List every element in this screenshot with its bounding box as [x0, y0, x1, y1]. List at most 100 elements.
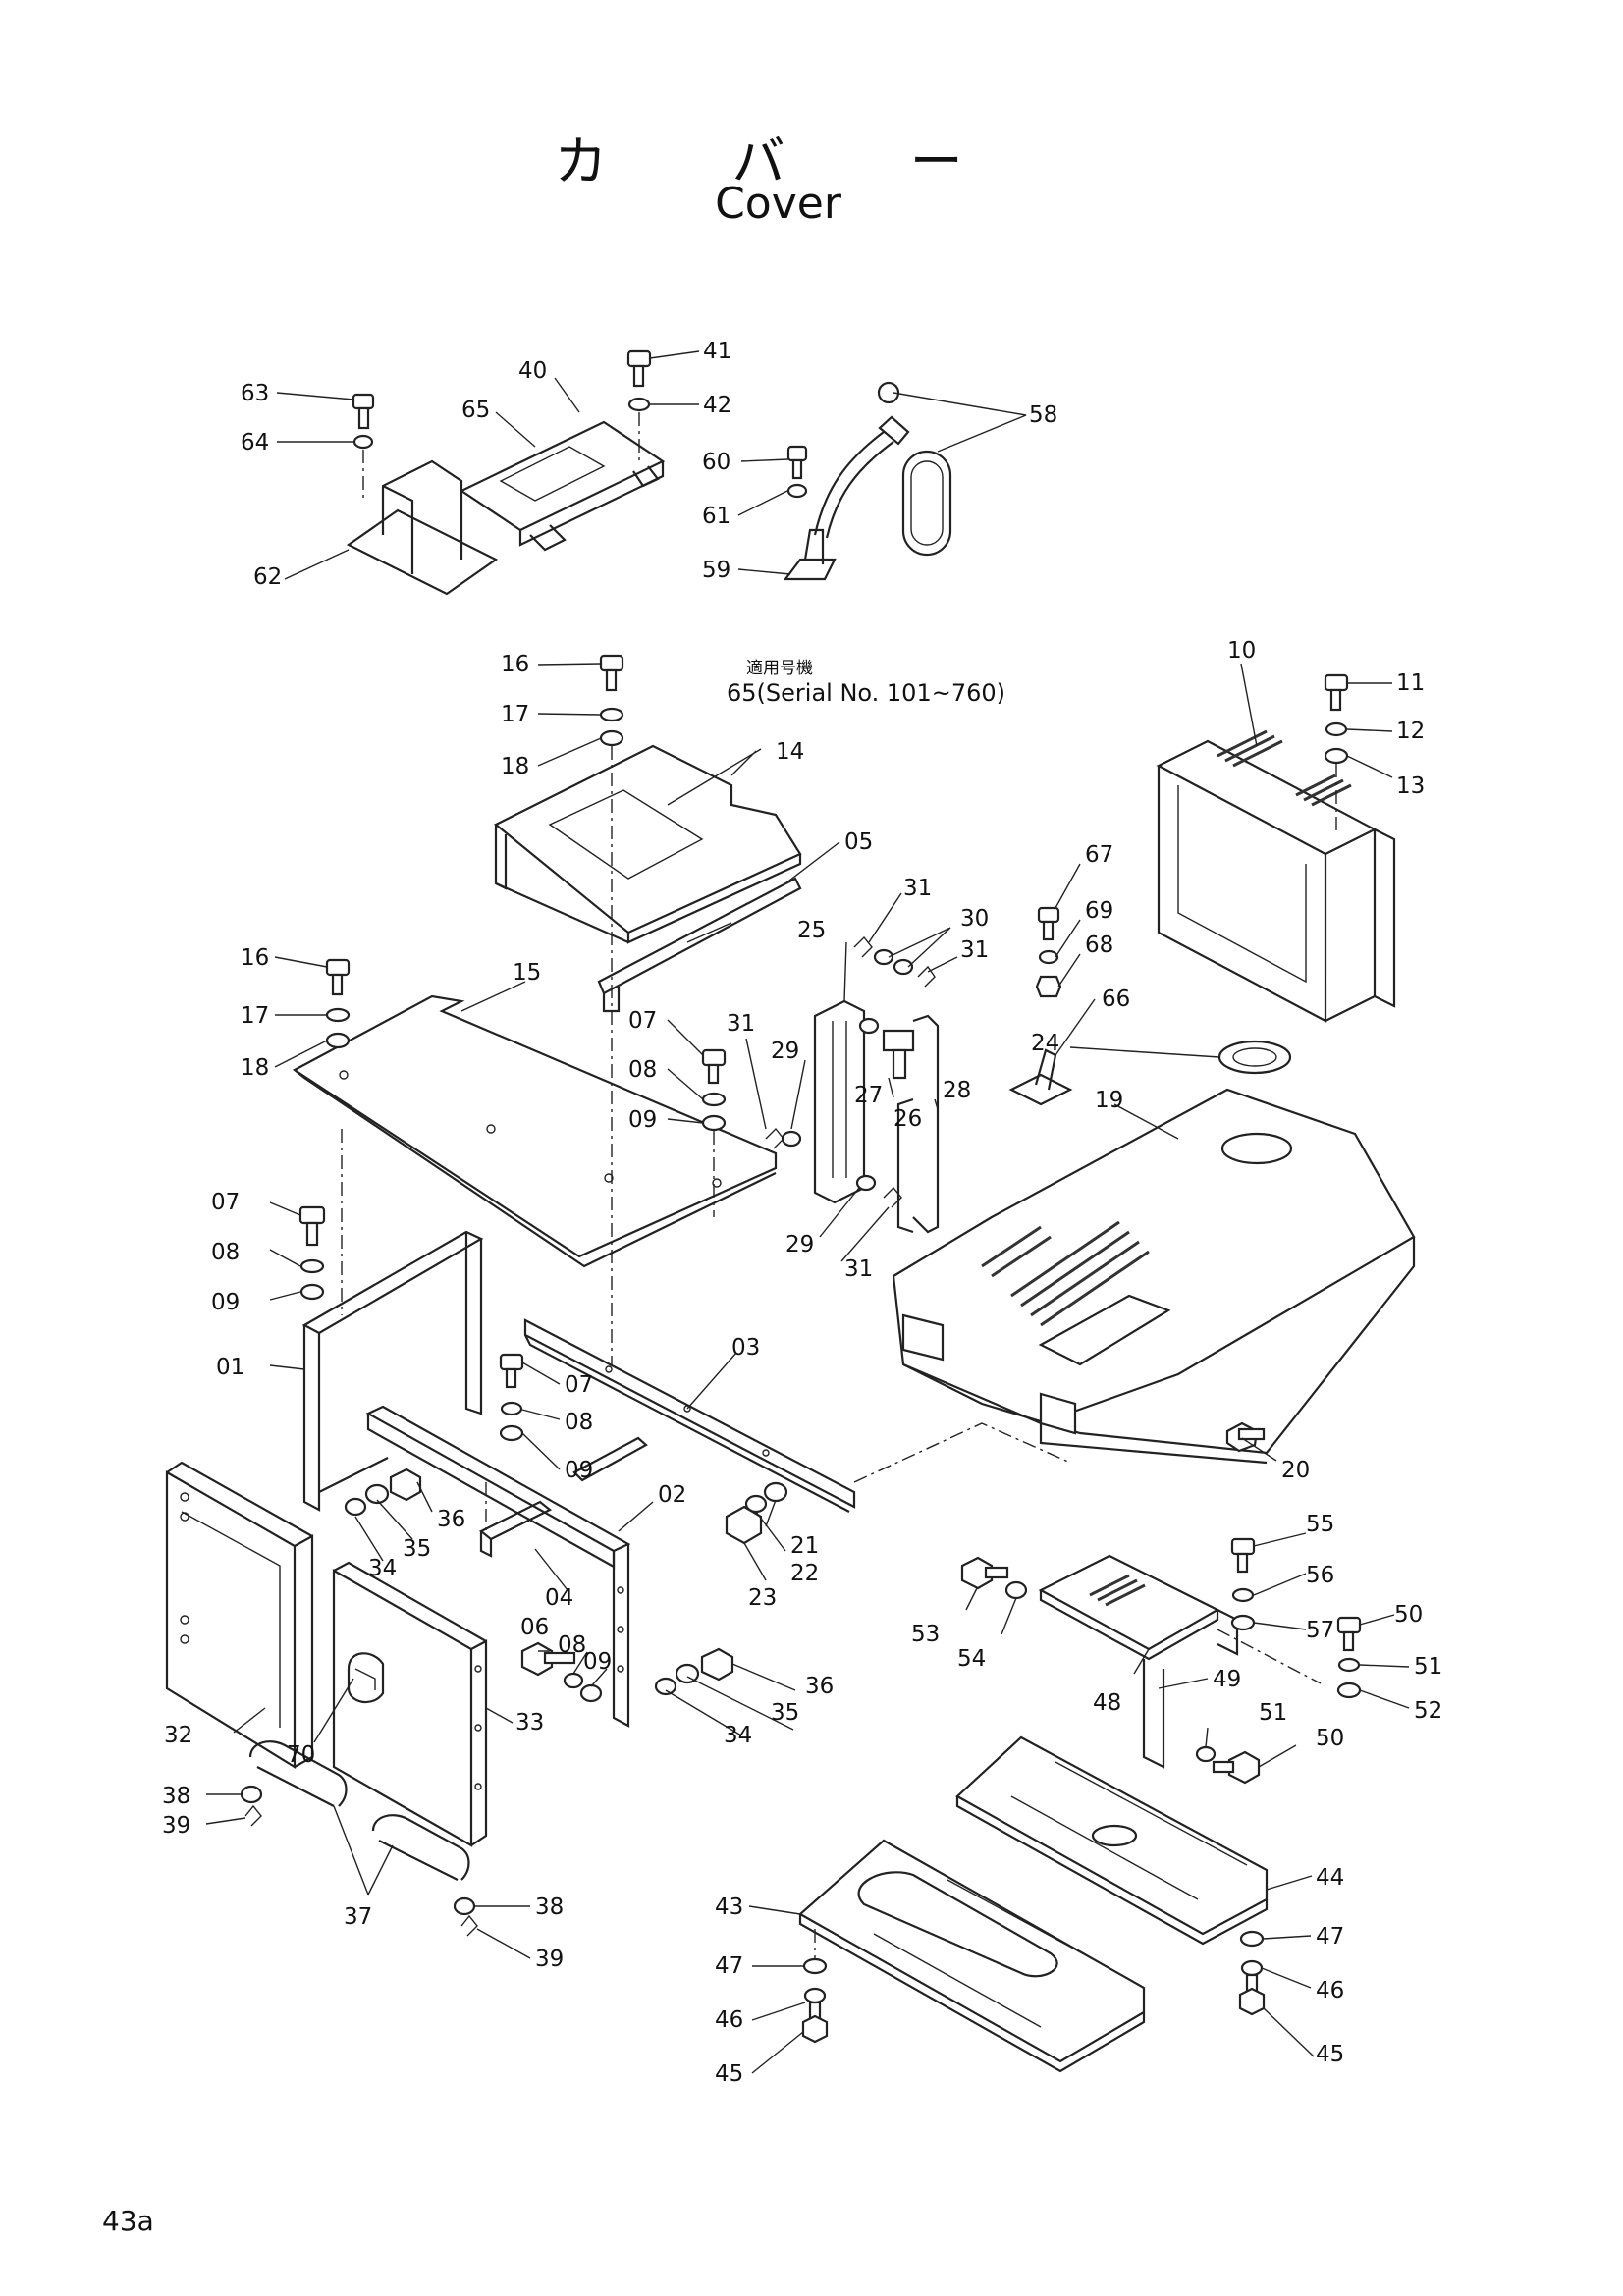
part-label: 35	[403, 1536, 431, 1562]
part-label: 37	[344, 1904, 372, 1930]
bolt-11	[1324, 673, 1349, 834]
part-label: 09	[565, 1458, 593, 1483]
part-label: 02	[658, 1482, 686, 1508]
bolt-16-left	[325, 958, 351, 1049]
part-label: 07	[628, 1008, 657, 1034]
part-label: 33	[515, 1710, 544, 1735]
radiator-frame-10	[1156, 729, 1396, 1023]
rail-05	[597, 877, 802, 1013]
part-label: 07	[211, 1190, 240, 1215]
catch-66	[1008, 906, 1073, 1106]
part-label: 25	[797, 918, 826, 943]
part-label: 39	[535, 1947, 564, 1972]
part-label: 26	[893, 1106, 922, 1132]
part-label: 47	[1316, 1924, 1344, 1949]
part-label: 01	[216, 1355, 244, 1380]
cotter-pins-31	[765, 935, 936, 1208]
part-label: 60	[702, 450, 730, 475]
part-label: 42	[703, 393, 731, 418]
part-label: 16	[241, 945, 269, 971]
bolt-07-left	[298, 1129, 343, 1315]
part-label: 31	[727, 1011, 755, 1037]
bolt-07-lower	[499, 1353, 524, 1442]
door-32	[165, 1461, 314, 1769]
page-title-jp: カ バ ー	[554, 131, 1017, 192]
part-label: 34	[368, 1556, 397, 1581]
page-title-en: Cover	[715, 179, 841, 229]
part-label: 38	[162, 1784, 190, 1809]
bolts-45-47	[801, 1929, 1266, 2044]
part-label: 43	[715, 1895, 743, 1920]
pin-26	[882, 1029, 915, 1080]
frame-04	[478, 1436, 648, 1558]
part-label: 18	[241, 1055, 269, 1081]
part-label: 15	[513, 960, 541, 986]
part-label: 06	[520, 1615, 549, 1640]
serial-note-en: 65(Serial No. 101~760)	[727, 679, 1006, 707]
plate-15	[292, 994, 778, 1268]
mirror-58	[877, 381, 952, 557]
door-33	[332, 1561, 488, 1847]
part-label: 13	[1396, 774, 1425, 799]
part-label: 45	[715, 2061, 743, 2087]
part-label: 40	[518, 358, 547, 384]
part-label: 27	[854, 1083, 883, 1108]
part-label: 64	[241, 430, 269, 455]
part-label: 21	[790, 1533, 819, 1559]
part-label: 30	[960, 906, 989, 932]
part-label: 62	[253, 564, 282, 590]
part-label: 04	[545, 1585, 573, 1611]
bolt-50-right	[1336, 1616, 1362, 1699]
mirror-stay-59	[783, 415, 910, 581]
part-label: 35	[771, 1700, 799, 1726]
part-label: 36	[805, 1674, 834, 1699]
engine-hood-19	[892, 1088, 1416, 1465]
part-label: 28	[943, 1078, 971, 1103]
part-label: 18	[501, 754, 529, 779]
part-label: 08	[565, 1410, 593, 1435]
part-label: 31	[844, 1256, 873, 1282]
washers-30	[781, 948, 914, 1192]
part-label: 47	[715, 1953, 743, 1979]
part-label: 32	[164, 1723, 192, 1748]
part-label: 09	[583, 1649, 612, 1675]
part-label: 50	[1316, 1726, 1344, 1751]
stay-28	[896, 1014, 940, 1234]
part-label: 48	[1093, 1690, 1121, 1716]
part-label: 55	[1306, 1512, 1334, 1537]
part-label: 58	[1029, 402, 1057, 428]
part-label: 08	[628, 1057, 657, 1083]
part-label: 07	[565, 1372, 593, 1398]
page-number: 43a	[102, 2205, 154, 2237]
part-label: 46	[715, 2007, 743, 2033]
part-label: 09	[628, 1107, 657, 1133]
bolt-20	[1225, 1421, 1266, 1453]
part-label: 70	[287, 1742, 315, 1768]
part-label: 46	[1316, 1978, 1344, 2003]
rail-03	[523, 1318, 1071, 1513]
part-label: 52	[1414, 1698, 1442, 1724]
part-label: 09	[211, 1290, 240, 1315]
seal-24	[1217, 1040, 1292, 1075]
part-label: 29	[771, 1039, 799, 1064]
part-label: 12	[1396, 719, 1425, 744]
part-label: 34	[724, 1723, 752, 1748]
part-label: 65	[461, 398, 490, 423]
part-label: 11	[1396, 670, 1425, 696]
bolt-63	[352, 393, 375, 501]
bracket-62	[346, 459, 499, 596]
part-label: 29	[785, 1232, 814, 1257]
part-label: 56	[1306, 1563, 1334, 1588]
part-label: 20	[1281, 1458, 1310, 1483]
part-label: 41	[703, 339, 731, 364]
part-label: 69	[1085, 898, 1113, 924]
part-label: 24	[1031, 1031, 1059, 1056]
bracket-48	[1038, 1554, 1322, 1769]
part-label: 17	[241, 1003, 269, 1029]
part-label: 16	[501, 652, 529, 677]
cover-40	[459, 420, 666, 552]
part-label: 51	[1259, 1700, 1287, 1726]
part-label: 49	[1213, 1667, 1241, 1692]
part-label: 51	[1414, 1654, 1442, 1680]
